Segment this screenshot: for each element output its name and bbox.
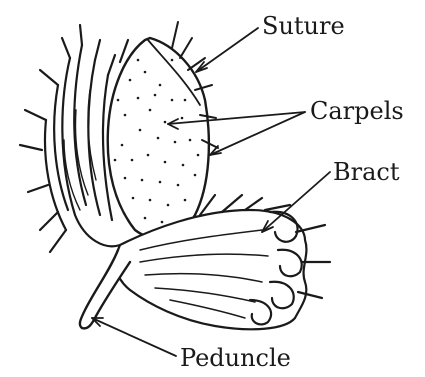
peduncle-leader (92, 318, 176, 356)
peduncle (80, 250, 130, 328)
carpels-nut (108, 38, 209, 238)
peduncle-label: Peduncle (180, 346, 291, 370)
suture-leader (196, 28, 258, 72)
carpel-stipple (114, 59, 200, 224)
bract (116, 195, 330, 329)
carpels-label: Carpels (310, 99, 404, 123)
left-bract (20, 25, 128, 252)
suture-label: Suture (262, 14, 345, 38)
upper-right-fringe (172, 22, 218, 148)
bract-label: Bract (333, 160, 400, 184)
